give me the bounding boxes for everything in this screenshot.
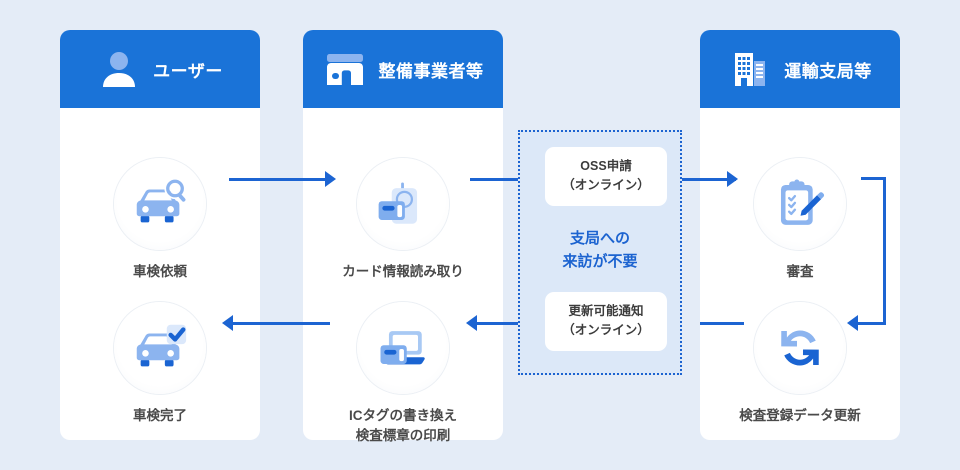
arrow-oss-to-bureau-line [650,178,736,181]
car-inspection-request-icon [129,173,191,235]
step-ic-tag-rewrite: ICタグの書き換え 検査標章の印刷 [303,302,503,445]
arrow-review-to-update-top [861,177,886,180]
arrow-update-to-notice-line [700,322,744,325]
person-icon [97,47,141,91]
no-visit-required-line2: 来訪が不要 [562,252,638,270]
no-visit-required-text: 支局への 来訪が不要 [518,228,682,273]
step-car-inspection-complete: 車検完了 [60,302,260,426]
car-inspection-complete-icon [129,317,191,379]
step-label-line1: ICタグの書き換え [349,408,457,423]
column-user: ユーザー 車検依頼 [60,30,260,440]
arrow-provider-to-oss-line [470,178,550,181]
step-review: 審査 [700,158,900,282]
icon-circle [114,158,206,250]
clipboard-review-icon [771,175,829,233]
column-title: 運輸支局等 [784,61,872,81]
step-car-inspection-request: 車検依頼 [60,158,260,282]
ic-tag-laptop-icon [373,318,433,378]
icon-circle [754,302,846,394]
data-refresh-icon [772,320,828,376]
column-transport-bureau: 運輸支局等 [700,30,900,440]
arrow-notice-to-provider-line [475,322,550,325]
column-header-user: ユーザー [60,30,260,108]
icon-circle [114,302,206,394]
column-maintenance-provider: 整備事業者等 カード情報読み取り [303,30,503,443]
step-label-line2: 検査標章の印刷 [355,427,451,443]
icon-circle [754,158,846,250]
step-label: ICタグの書き換え 検査標章の印刷 [303,406,503,445]
step-label: カード情報読み取り [342,264,464,279]
arrow-provider-to-user-line [232,322,330,325]
arrow-provider-to-user-head [222,315,233,331]
arrow-review-to-update-side [883,177,886,324]
arrow-notice-to-provider-head [466,315,477,331]
column-title: 整備事業者等 [378,61,484,81]
step-label: 審査 [786,264,814,279]
arrow-user-to-provider-line [229,178,327,181]
no-visit-required-line1: 支局への [569,230,630,247]
arrow-oss-to-bureau-head [727,171,738,187]
arrow-user-to-provider-head [325,171,336,187]
column-header-transport-bureau: 運輸支局等 [700,30,900,108]
step-label: 車検依頼 [133,264,187,279]
renewal-notice-line1: 更新可能通知 [568,304,644,318]
step-data-update: 検査登録データ更新 [700,302,900,426]
oss-application-box: OSS申請 （オンライン） [545,147,667,206]
oss-application-line1: OSS申請 [580,159,632,173]
icon-circle [357,302,449,394]
step-card-reading: カード情報読み取り [303,158,503,282]
step-label: 車検完了 [133,408,187,423]
arrow-review-to-update-bottom [858,322,886,325]
oss-application-line2: （オンライン） [562,178,650,193]
icon-circle [357,158,449,250]
column-header-maintenance-provider: 整備事業者等 [303,30,503,108]
office-building-icon [728,47,772,91]
card-reader-icon [373,174,433,234]
renewal-notice-box: 更新可能通知 （オンライン） [545,292,667,351]
garage-icon [323,47,367,91]
step-label: 検査登録データ更新 [739,408,861,423]
column-title: ユーザー [153,61,223,81]
arrow-review-to-update-head [847,315,858,331]
renewal-notice-line2: （オンライン） [562,323,650,338]
